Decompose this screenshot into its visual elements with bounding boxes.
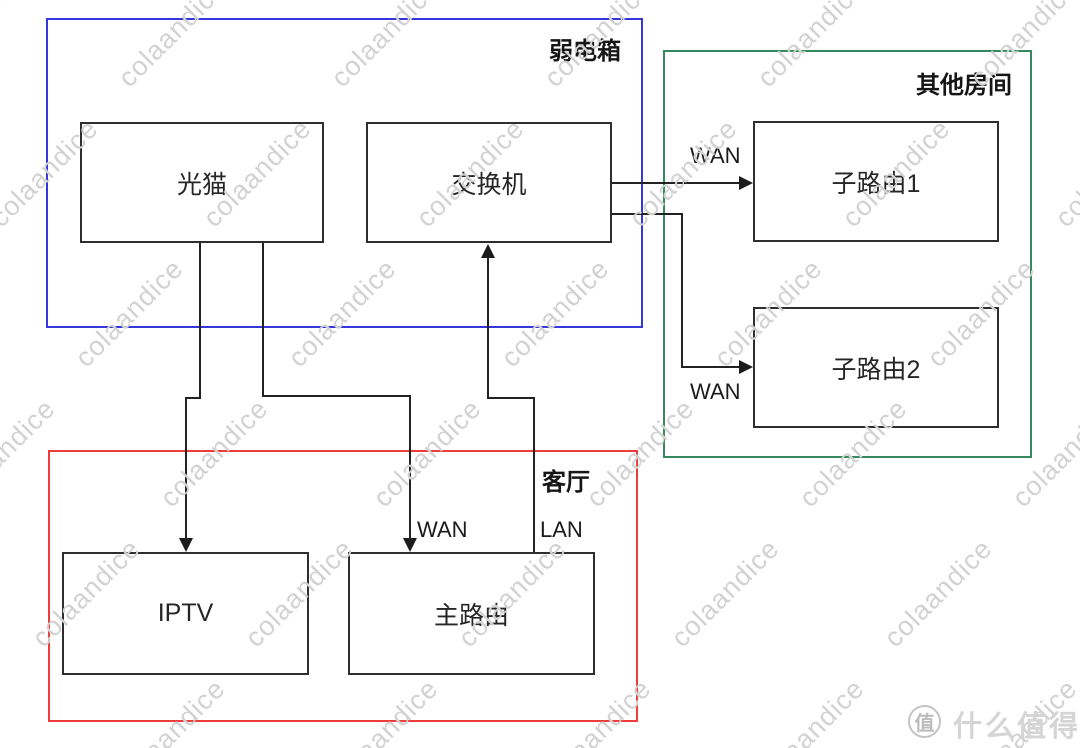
node-label-iptv: IPTV (157, 599, 214, 627)
connector-modem-iptv-segment (185, 397, 187, 539)
node-label-sub-router-2: 子路由2 (831, 355, 921, 384)
node-main-router: 主路由 (348, 552, 595, 675)
watermark-text: colaandice (665, 533, 785, 653)
connector-modem-mainrouter-segment (262, 243, 264, 397)
smzdm-logo: 值 什么值得买 (902, 700, 1080, 744)
region-other-rooms: 其他房间 (663, 50, 1032, 458)
connector-modem-mainrouter-segment (262, 395, 411, 397)
node-label-main-router: 主路由 (433, 601, 509, 630)
connector-switch-subrouter2-segment (681, 366, 740, 368)
arrowhead-into-switch (481, 244, 495, 258)
node-label-sub-router-1: 子路由1 (831, 169, 921, 198)
connector-mainrouter-switch-segment (487, 257, 489, 399)
region-label-living-room: 客厅 (542, 469, 590, 496)
node-switch: 交换机 (366, 122, 612, 243)
smzdm-logo-text: 什么值得买 (953, 711, 1080, 743)
watermark-text: colaandice (1049, 113, 1080, 233)
node-sub-router-1: 子路由1 (753, 121, 999, 242)
edge-label-wan-mainrouter: WAN (417, 517, 468, 542)
connector-switch-subrouter1-segment (611, 182, 740, 184)
node-sub-router-2: 子路由2 (753, 307, 999, 428)
connector-mainrouter-switch-segment (533, 398, 535, 553)
node-label-switch: 交换机 (451, 170, 527, 199)
watermark-text: colaandice (750, 673, 870, 748)
connector-mainrouter-switch-segment (487, 397, 535, 399)
arrowhead-into-subrouter2 (739, 360, 753, 374)
connector-switch-subrouter2-segment (611, 213, 683, 215)
region-label-other-rooms: 其他房间 (916, 72, 1012, 99)
node-optical-modem: 光猫 (80, 122, 324, 243)
connector-switch-subrouter2-segment (681, 213, 683, 368)
arrowhead-into-subrouter1 (739, 176, 753, 190)
edge-label-lan-mainrouter: LAN (540, 517, 583, 542)
node-label-optical-modem: 光猫 (176, 170, 227, 199)
region-label-weak-current-box: 弱电箱 (549, 38, 621, 65)
smzdm-logo-badge-icon: 值 (908, 705, 941, 738)
connector-modem-mainrouter-segment (409, 395, 411, 538)
arrowhead-into-mainrouter-wan (403, 538, 417, 552)
node-iptv: IPTV (62, 552, 309, 675)
connector-modem-iptv-segment (199, 243, 201, 399)
watermark-text: colaandice (0, 0, 19, 93)
watermark-text: colaandice (878, 533, 998, 653)
connector-modem-iptv-segment (185, 397, 201, 399)
region-living-room: 客厅 (48, 450, 638, 722)
edge-label-wan-subrouter1: WAN (690, 143, 741, 168)
region-weak-current-box: 弱电箱 (46, 18, 643, 328)
arrowhead-into-iptv (179, 538, 193, 552)
edge-label-wan-subrouter2: WAN (690, 379, 741, 404)
